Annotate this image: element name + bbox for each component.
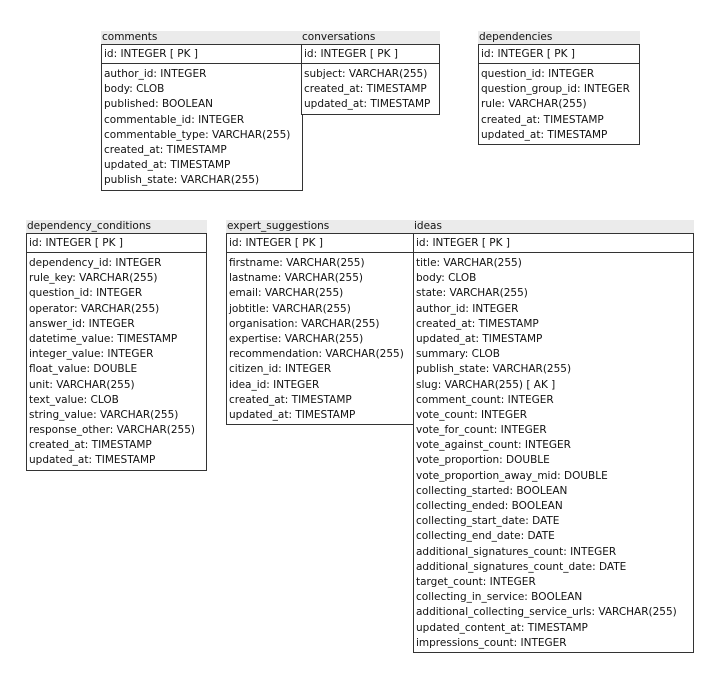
column-row: summary: CLOB [416, 348, 500, 361]
table-body: id: INTEGER [ PK ] subject: VARCHAR(255) c… [301, 44, 440, 115]
column-row: vote_proportion: DOUBLE [416, 454, 550, 467]
column-row: rule: VARCHAR(255) [481, 98, 587, 111]
column-row: text_value: CLOB [29, 393, 119, 406]
column-row: email: VARCHAR(255) [229, 287, 344, 300]
column-row: additional_signatures_count: INTEGER [416, 545, 617, 558]
column-row: impressions_count: INTEGER [416, 636, 567, 649]
column-row: created_at: TIMESTAMP [481, 113, 604, 126]
column-list: author_id: INTEGER body: CLOB published: B… [102, 64, 302, 190]
column-row: additional_signatures_count_date: DATE [416, 560, 627, 573]
column-row: integer_value: INTEGER [29, 348, 154, 361]
column-row: vote_for_count: INTEGER [416, 424, 547, 437]
column-row: updated_at: TIMESTAMP [481, 128, 608, 141]
column-row: lastname: VARCHAR(255) [229, 272, 363, 285]
column-row: question_id: INTEGER [481, 68, 595, 80]
column-row: subject: VARCHAR(255) [304, 68, 428, 80]
column-row: unit: VARCHAR(255) [29, 378, 135, 391]
primary-key-row: id: INTEGER [ PK ] [27, 234, 206, 253]
primary-key-row: id: INTEGER [ PK ] [302, 45, 439, 64]
table-title: dependencies [478, 31, 640, 44]
column-row: author_id: INTEGER [104, 68, 207, 80]
column-row: recommendation: VARCHAR(255) [229, 348, 404, 361]
column-row: updated_content_at: TIMESTAMP [416, 621, 588, 634]
table-body: id: INTEGER [ PK ]dependency_id: INTEGER… [26, 233, 207, 471]
column-row: question_group_id: INTEGER [481, 83, 630, 96]
column-list: subject: VARCHAR(255) created_at: TIMESTA… [302, 64, 439, 114]
column-row: collecting_started: BOOLEAN [416, 484, 568, 497]
column-row: comment_count: INTEGER [416, 393, 554, 406]
column-row: firstname: VARCHAR(255) [229, 257, 365, 269]
column-row: additional_collecting_service_urls: VARC… [416, 606, 677, 619]
column-row: collecting_start_date: DATE [416, 515, 560, 528]
column-list: question_id: INTEGER question_group_id: I… [479, 64, 639, 144]
column-row: updated_at: TIMESTAMP [104, 159, 231, 172]
column-row: string_value: VARCHAR(255) [29, 408, 179, 421]
column-row: body: CLOB [416, 272, 477, 285]
column-row: citizen_id: INTEGER [229, 363, 332, 376]
column-row: created_at: TIMESTAMP [29, 439, 152, 452]
column-row: commentable_type: VARCHAR(255) [104, 128, 291, 141]
column-row: dependency_id: INTEGER [29, 257, 162, 269]
column-list: title: VARCHAR(255) body: CLOB state: VARC… [414, 253, 693, 652]
column-row: answer_id: INTEGER [29, 317, 135, 330]
column-row: created_at: TIMESTAMP [104, 143, 227, 156]
table-title: expert_suggestions [226, 220, 414, 233]
column-row: created_at: TIMESTAMP [304, 83, 427, 96]
primary-key-row: id: INTEGER [ PK ] [479, 45, 639, 64]
column-row: created_at: TIMESTAMP [416, 317, 539, 330]
column-row: updated_at: TIMESTAMP [304, 98, 431, 111]
table-body: id: INTEGER [ PK ] title: VARCHAR(255) bod… [413, 233, 694, 653]
column-row: target_count: INTEGER [416, 575, 536, 588]
column-row: response_other: VARCHAR(255) [29, 424, 196, 437]
table-body: id: INTEGER [ PK ]firstname: VARCHAR(255… [226, 233, 414, 426]
column-row: vote_proportion_away_mid: DOUBLE [416, 469, 608, 482]
column-row: vote_count: INTEGER [416, 408, 528, 421]
column-row: publish_state: VARCHAR(255) [416, 363, 572, 376]
column-row: state: VARCHAR(255) [416, 287, 528, 300]
primary-key-row: id: INTEGER [ PK ] [227, 234, 413, 253]
column-row: publish_state: VARCHAR(255) [104, 174, 260, 187]
column-row: idea_id: INTEGER [229, 378, 320, 391]
table-title: dependency_conditions [26, 220, 207, 233]
column-row: updated_at: TIMESTAMP [229, 408, 356, 421]
column-row: datetime_value: TIMESTAMP [29, 332, 178, 345]
column-row: slug: VARCHAR(255) [ AK ] [416, 378, 556, 391]
column-row: updated_at: TIMESTAMP [29, 454, 156, 467]
table-title: comments [101, 31, 303, 44]
table-title: ideas [413, 220, 694, 233]
table-title: conversations [301, 31, 440, 44]
primary-key-row: id: INTEGER [ PK ] [414, 234, 693, 253]
column-row: published: BOOLEAN [104, 98, 214, 111]
primary-key-row: id: INTEGER [ PK ] [102, 45, 302, 64]
table-body: id: INTEGER [ PK ] author_id: INTEGER body… [101, 44, 303, 191]
column-row: body: CLOB [104, 83, 165, 96]
column-row: created_at: TIMESTAMP [229, 393, 352, 406]
column-row: commentable_id: INTEGER [104, 113, 245, 126]
column-row: organisation: VARCHAR(255) [229, 317, 380, 330]
column-row: author_id: INTEGER [416, 302, 519, 315]
column-row: collecting_end_date: DATE [416, 530, 555, 543]
column-row: vote_against_count: INTEGER [416, 439, 571, 452]
column-row: jobtitle: VARCHAR(255) [229, 302, 351, 315]
column-row: float_value: DOUBLE [29, 363, 138, 376]
column-list: dependency_id: INTEGER rule_key: VARCHAR(… [27, 253, 206, 470]
column-row: expertise: VARCHAR(255) [229, 332, 364, 345]
column-row: collecting_in_service: BOOLEAN [416, 591, 583, 604]
column-row: operator: VARCHAR(255) [29, 302, 160, 315]
column-row: collecting_ended: BOOLEAN [416, 500, 563, 512]
column-row: title: VARCHAR(255) [416, 257, 522, 269]
column-row: updated_at: TIMESTAMP [416, 332, 543, 345]
column-row: question_id: INTEGER [29, 287, 143, 300]
column-list: firstname: VARCHAR(255) lastname: VARCHAR… [227, 253, 413, 424]
column-row: rule_key: VARCHAR(255) [29, 272, 158, 285]
